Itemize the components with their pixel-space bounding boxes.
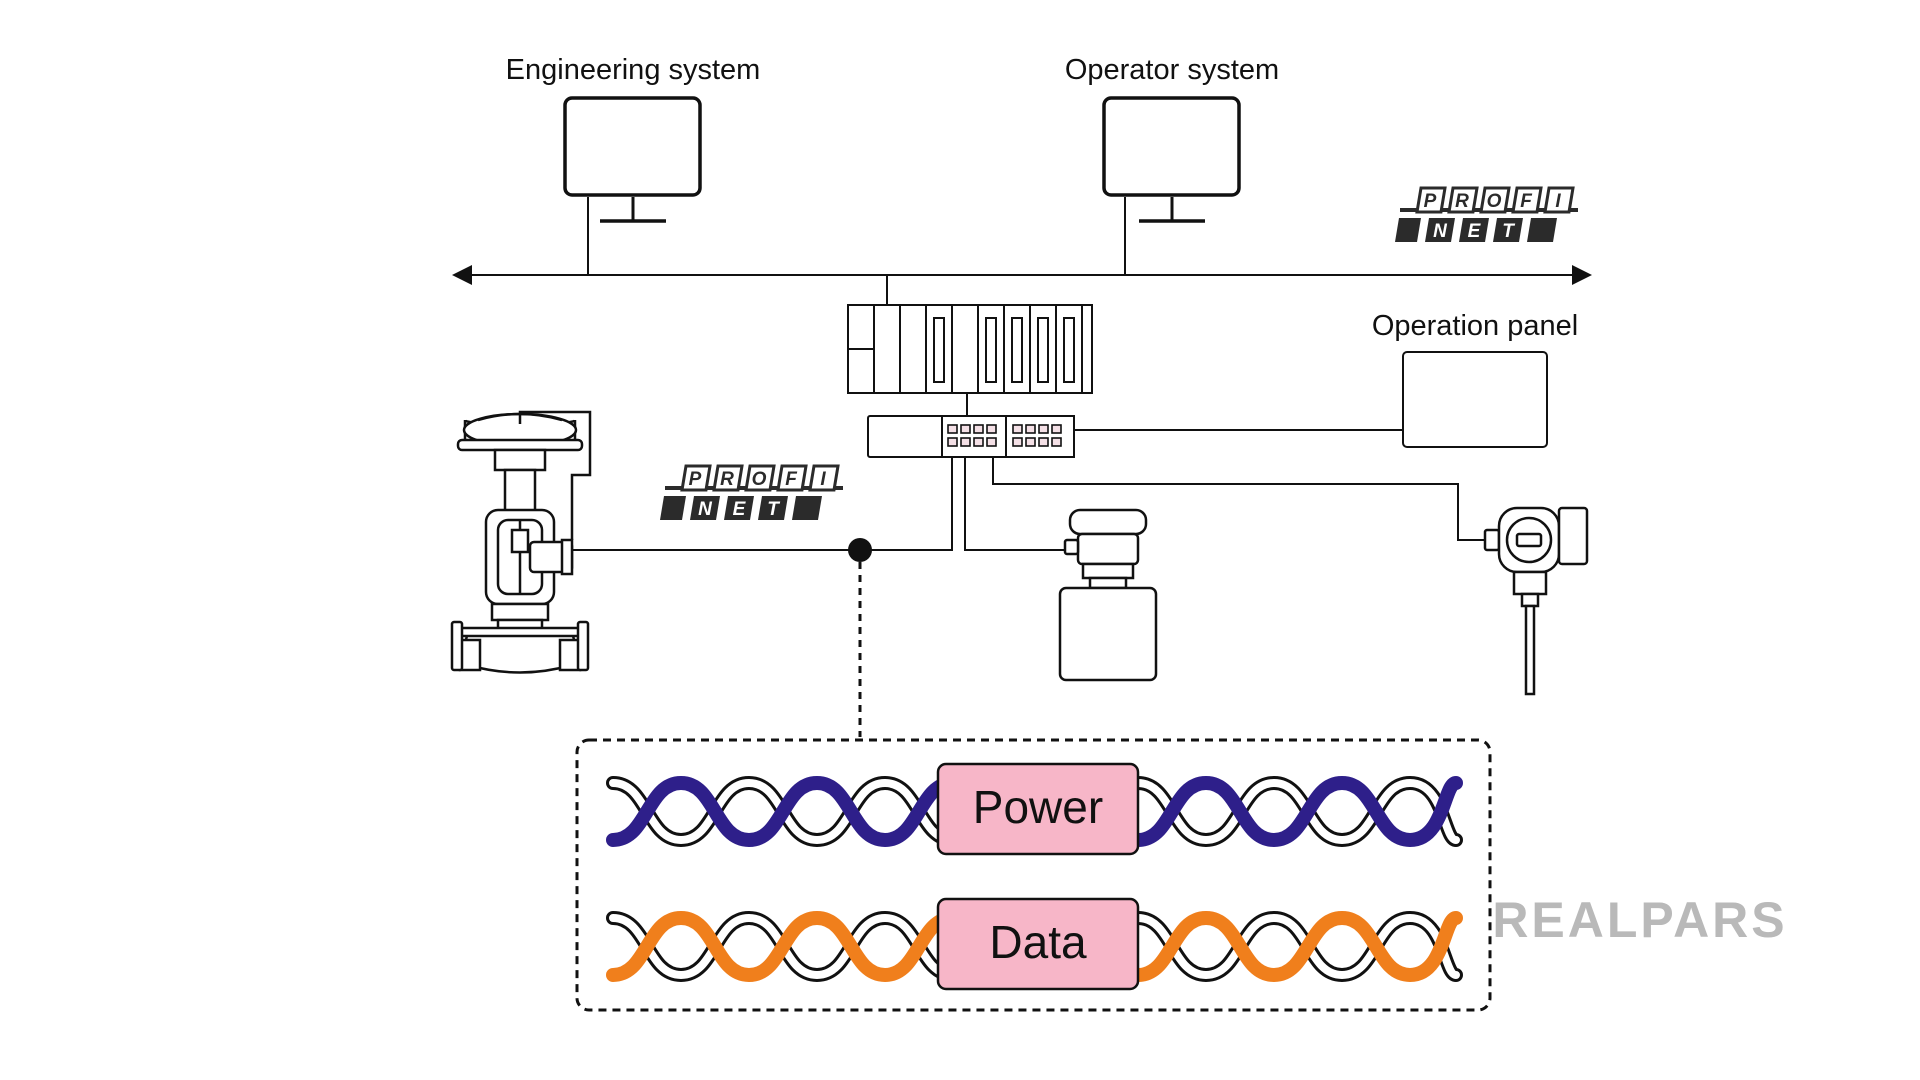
data-cable: Data xyxy=(606,897,1463,991)
data-cable-left-strands xyxy=(606,910,960,983)
svg-text:R: R xyxy=(1455,191,1469,212)
power-box xyxy=(936,762,1140,856)
operator-system-monitor-icon xyxy=(1102,96,1241,223)
realpars-watermark: REALPARS xyxy=(1492,892,1787,948)
power-cable: Power xyxy=(606,762,1463,856)
operation-panel-label: Operation panel xyxy=(1372,310,1578,342)
engineering-system-label: Engineering system xyxy=(506,54,761,86)
svg-text:E: E xyxy=(733,499,747,520)
data-cable-right-strands xyxy=(1131,910,1463,983)
profinet-logo-field-bottom-row: N E T xyxy=(660,496,822,520)
svg-text:E: E xyxy=(1468,221,1482,242)
switch-ports xyxy=(947,424,1062,447)
network-switch-icon xyxy=(867,415,1075,458)
bus-arrow-left xyxy=(452,265,472,285)
profinet-logo-bottom-row: N E T xyxy=(1395,218,1557,242)
operator-system-label: Operator system xyxy=(1065,54,1279,86)
profinet-logo-field-top-row: P R O F I xyxy=(680,464,840,492)
svg-text:O: O xyxy=(752,469,767,490)
svg-text:F: F xyxy=(1520,191,1533,212)
profinet-logo-top-row: P R O F I xyxy=(1415,186,1575,214)
temperature-transmitter-icon xyxy=(1483,506,1589,696)
svg-text:I: I xyxy=(1555,191,1561,212)
power-box-label: Power xyxy=(973,781,1103,833)
svg-text:T: T xyxy=(1502,221,1515,242)
profinet-logo: P R O F I N E T xyxy=(1395,186,1578,242)
control-valve-icon xyxy=(450,410,592,674)
field-cabling xyxy=(571,457,1485,551)
bus-arrow-right xyxy=(1572,265,1592,285)
svg-text:R: R xyxy=(720,469,734,490)
power-cable-right-strands xyxy=(1131,775,1463,848)
profinet-logo-field: P R O F I N E T xyxy=(660,464,843,520)
power-cable-left-strands xyxy=(606,775,960,848)
svg-text:O: O xyxy=(1487,191,1502,212)
svg-text:P: P xyxy=(1424,191,1437,212)
level-sensor-icon xyxy=(1058,508,1158,682)
svg-text:N: N xyxy=(698,499,713,520)
svg-text:P: P xyxy=(689,469,702,490)
svg-text:T: T xyxy=(767,499,780,520)
engineering-system-monitor-icon xyxy=(563,96,702,223)
junction-point xyxy=(848,538,872,562)
plc-rack-icon xyxy=(847,304,1093,394)
operation-panel-icon xyxy=(1402,351,1548,448)
svg-text:I: I xyxy=(820,469,826,490)
svg-text:N: N xyxy=(1433,221,1448,242)
data-box-label: Data xyxy=(989,916,1087,968)
data-box xyxy=(936,897,1140,991)
svg-text:F: F xyxy=(785,469,798,490)
cable-detail-frame xyxy=(575,738,1492,1012)
